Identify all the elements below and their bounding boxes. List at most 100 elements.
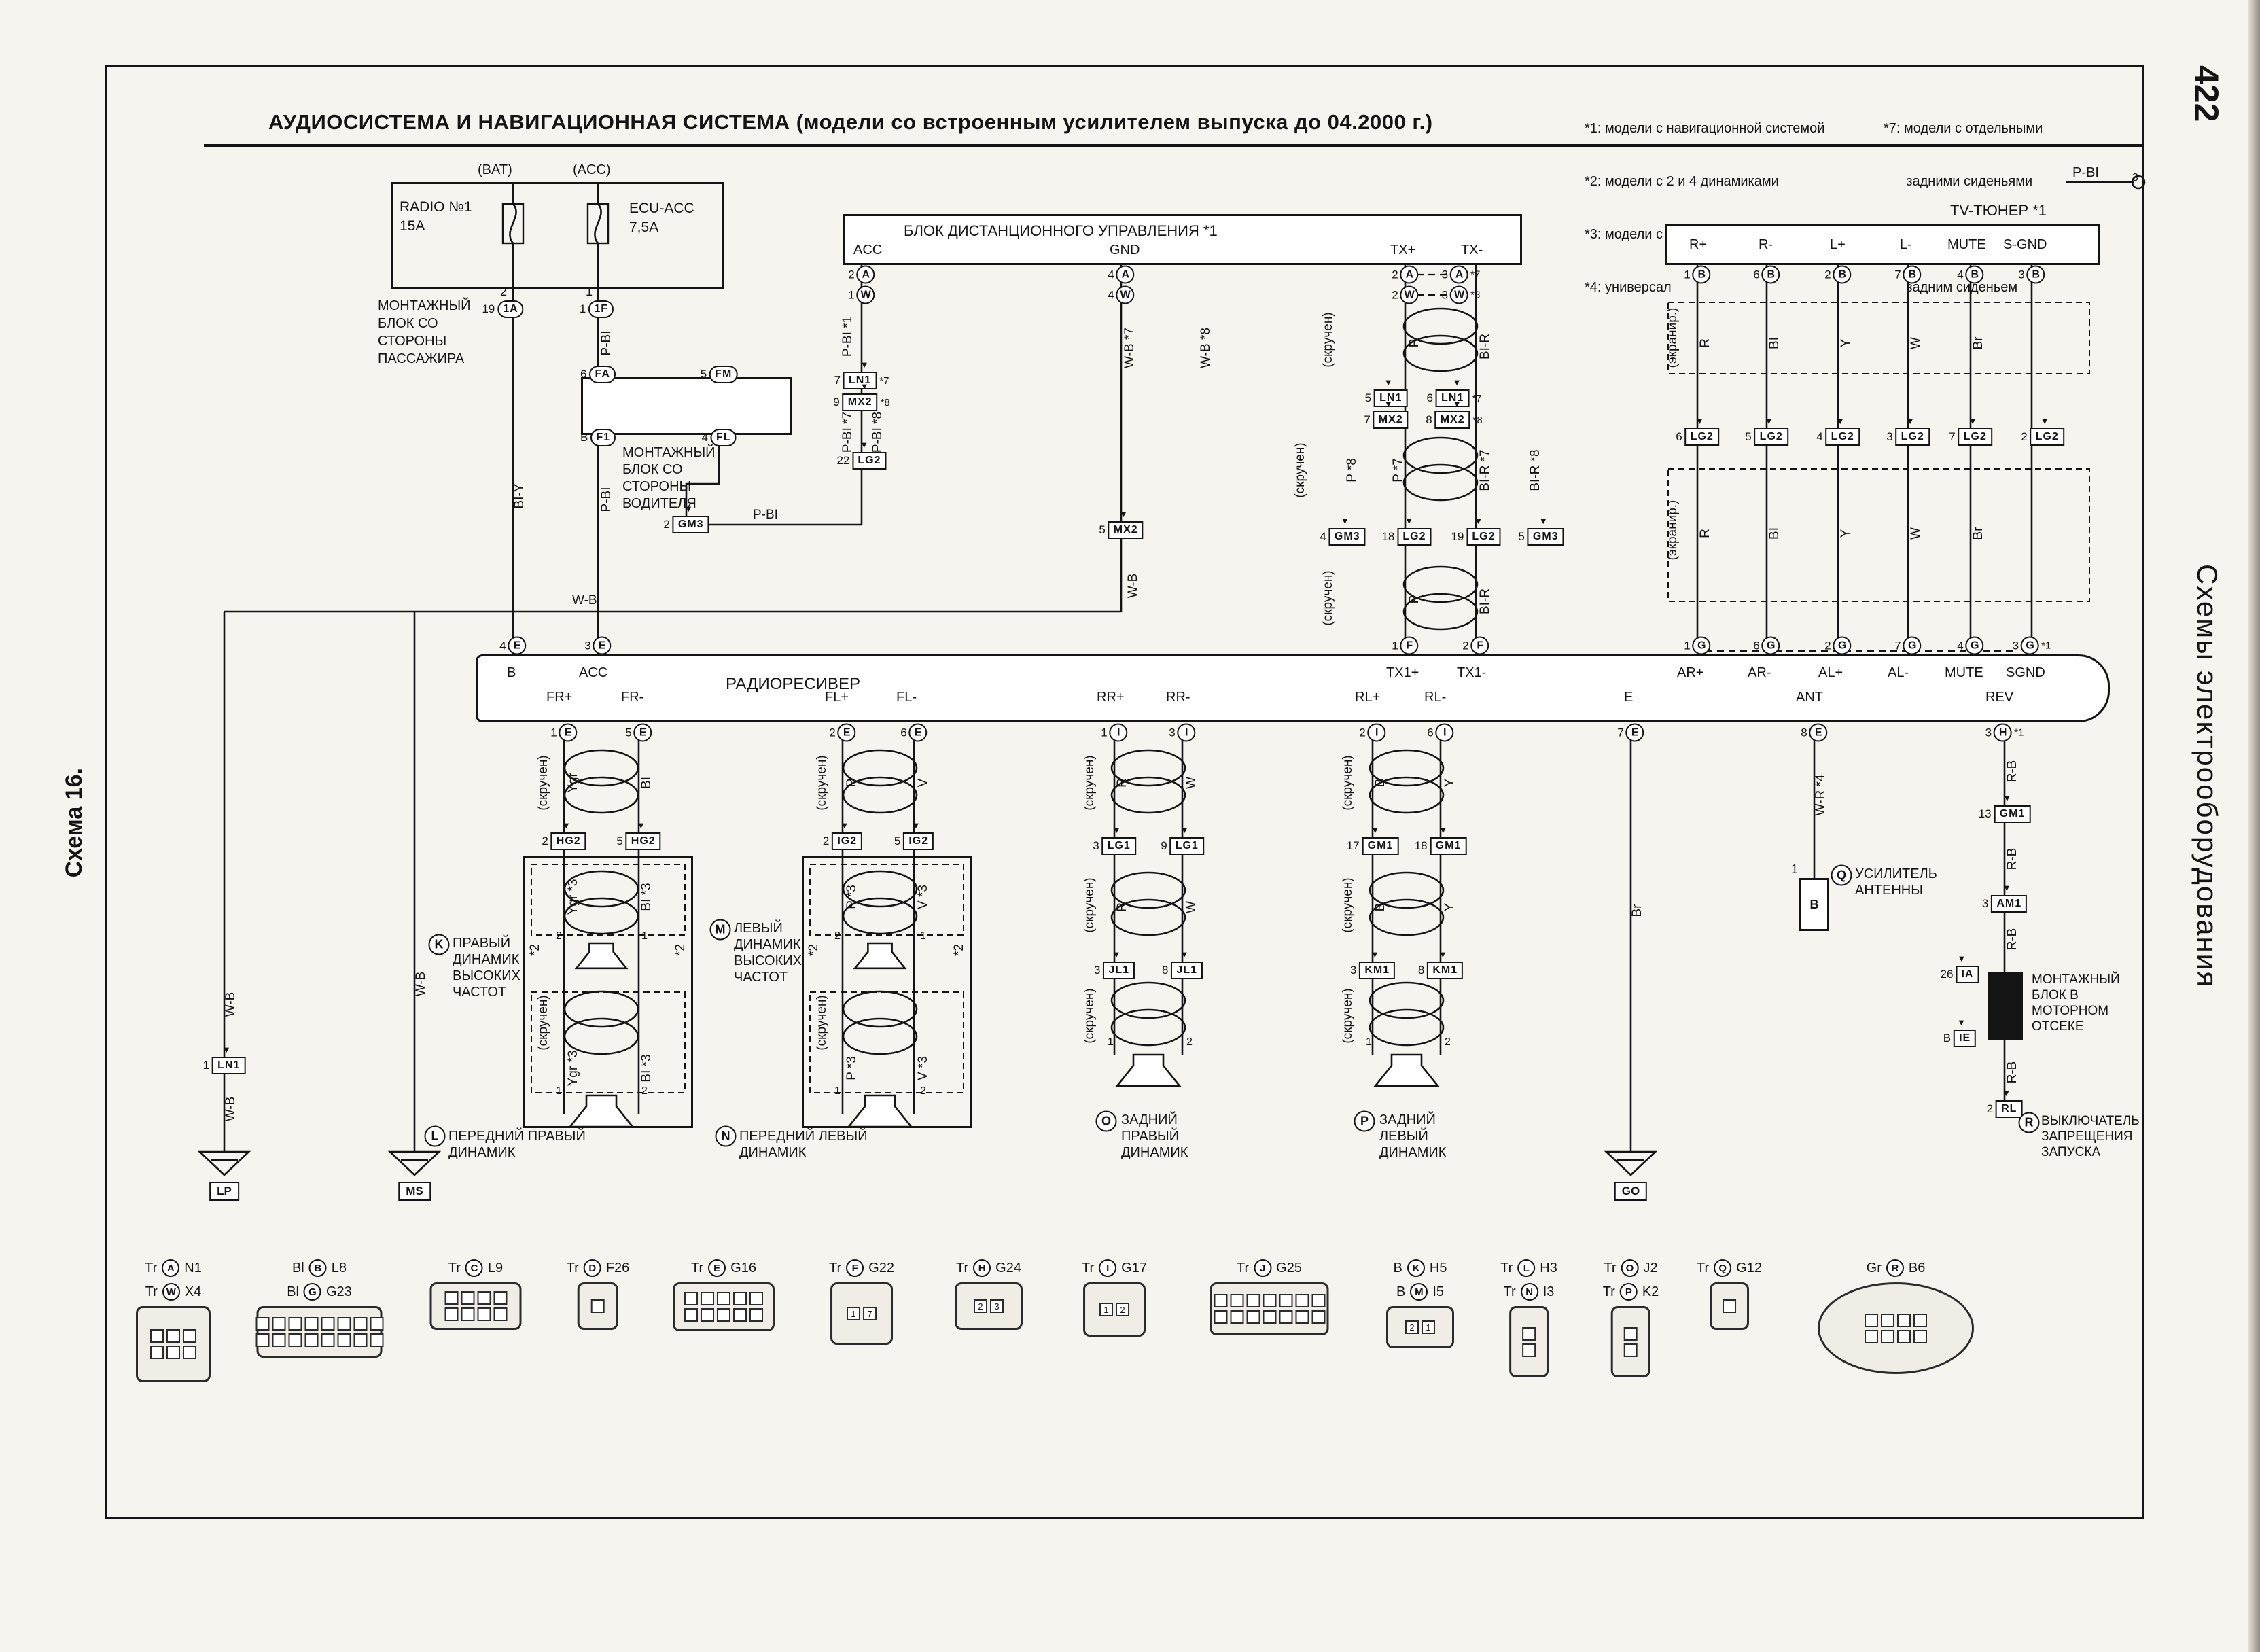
arrowhead-icon: ▼ (1538, 516, 1548, 526)
diagram-text: МОНТАЖНЫЙ (622, 445, 716, 460)
wire-color-label: P-BI *1 (841, 315, 855, 357)
diagram-text: B (507, 665, 516, 680)
ground-label: GO (1614, 1182, 1648, 1201)
component-letter-l: L (424, 1125, 446, 1147)
diagram-text: E (1624, 690, 1634, 705)
wire-color-label: W-B (1126, 573, 1140, 599)
arrowhead-icon: ▼ (2002, 1088, 2011, 1098)
wire-color-label: (скручен) (1341, 755, 1355, 811)
wire-color-label: (скручен) (536, 995, 550, 1051)
front-left-speaker-assembly (802, 856, 972, 1128)
diagram-text: 1 (834, 1085, 841, 1097)
wire-color-label: W-B (414, 971, 428, 997)
footnote: задними сиденьями (1884, 174, 2033, 189)
diagram-text: БЛОК В (2032, 988, 2079, 1002)
wire-color-label: Ygr (566, 773, 580, 793)
diagram-text: БЛОК СО (622, 462, 683, 477)
arrowhead-icon: ▼ (1371, 825, 1380, 835)
footnote: задним сиденьем (1884, 280, 2018, 295)
component-letter-n: N (715, 1125, 737, 1147)
arrowhead-icon: ▼ (911, 820, 921, 830)
diagram-text: 2 (920, 1085, 926, 1097)
diagram-text: 15A (400, 218, 425, 234)
fuse-box (391, 182, 724, 289)
wire-color-label: P-BI (599, 330, 614, 356)
diagram-text: 2 (1186, 1036, 1193, 1048)
wire-color-label: (скручен) (1082, 988, 1097, 1044)
diagram-text: SGND (2006, 665, 2045, 680)
arrowhead-icon: ▼ (2002, 883, 2011, 893)
arrowhead-icon: ▼ (1695, 416, 1704, 426)
front-right-speaker-assembly (523, 856, 693, 1128)
diagram-text: 2 (834, 930, 841, 942)
diagram-text: ДИНАМИК (739, 1145, 807, 1160)
wire-color-label: (экранир.) (1665, 499, 1680, 561)
diagram-text: 1 (556, 1085, 562, 1097)
diagram-text: GND (1110, 243, 1140, 258)
component-letter-r: R (2018, 1112, 2040, 1133)
diagram-text: ACC (579, 665, 608, 680)
diagram-text: МОНТАЖНЫЙ (378, 298, 471, 313)
arrowhead-icon: ▼ (860, 381, 869, 391)
wire-color-label: BI-R *7 (1478, 449, 1492, 491)
diagram-text: ДИНАМИК (448, 1145, 516, 1160)
diagram-text: S-GND (2003, 237, 2047, 252)
wire-color-label: V *3 (916, 1056, 930, 1080)
wire-color-label: B (1373, 902, 1388, 912)
ground-label: LP (209, 1182, 239, 1201)
arrowhead-icon: ▼ (1968, 416, 1977, 426)
wire-color-label: (скручен) (1293, 442, 1307, 498)
wire-color-label: Y (1839, 529, 1853, 538)
diagram-text: RR+ (1097, 690, 1125, 705)
arrowhead-icon: ▼ (1905, 416, 1915, 426)
wire-color-label: P *7 (1391, 458, 1405, 482)
diagram-text: RADIO №1 (400, 199, 472, 215)
connector-drawing (1709, 1282, 1749, 1330)
wire-color-label: W (1909, 337, 1923, 349)
diagram-text: TX1+ (1386, 665, 1419, 680)
wire-color-label: W-R *4 (1814, 774, 1828, 816)
diagram-text: СТОРОНЫ (622, 479, 692, 494)
diagram-frame (105, 65, 2144, 1519)
arrowhead-icon: ▼ (1835, 416, 1845, 426)
diagram-text: AL- (1888, 665, 1909, 680)
arrowhead-icon: ▼ (860, 359, 869, 370)
wire-color-label: P (1407, 338, 1422, 348)
diagram-text: RR- (1166, 690, 1190, 705)
diagram-text: ЗАДНИЙ (1379, 1112, 1436, 1127)
component-letter-m: M (709, 919, 731, 941)
